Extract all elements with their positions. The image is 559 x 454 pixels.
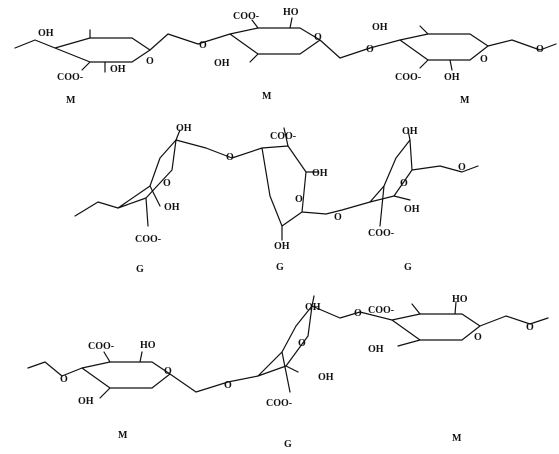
substituent-label: OH bbox=[372, 22, 388, 33]
terminal-bond bbox=[74, 201, 119, 217]
ring-bond bbox=[419, 25, 453, 71]
ring-bond bbox=[81, 29, 106, 73]
glycosidic-bond bbox=[175, 139, 263, 159]
ring-bond bbox=[379, 129, 479, 227]
ring-oxygen: O bbox=[164, 366, 172, 377]
unit-label: M bbox=[66, 95, 76, 106]
bridge-oxygen: O bbox=[60, 374, 68, 385]
substituent-label: OH bbox=[214, 58, 230, 69]
substituent-label: HO bbox=[283, 7, 299, 18]
substituent-label: OH bbox=[176, 123, 192, 134]
unit-label: G bbox=[404, 262, 412, 273]
glycosidic-bond bbox=[169, 373, 259, 393]
pyranose-ring bbox=[391, 313, 481, 341]
glycosidic-bond bbox=[301, 201, 371, 215]
substituent-label: OH bbox=[444, 72, 460, 83]
pyranose-ring bbox=[117, 139, 177, 209]
unit-label: G bbox=[284, 439, 292, 450]
substituent-label: OH bbox=[312, 168, 328, 179]
substituent-label: OH bbox=[404, 204, 420, 215]
glycosidic-bond bbox=[319, 39, 401, 59]
row-ggg: OH OH COO- O O COO- OH OH O O OH OH COO-… bbox=[74, 123, 479, 275]
substituent-label: OH bbox=[274, 241, 290, 252]
substituent-label: COO- bbox=[135, 234, 161, 245]
substituent-label: COO- bbox=[270, 131, 296, 142]
pyranose-ring bbox=[369, 139, 413, 203]
substituent-label: COO- bbox=[368, 228, 394, 239]
glycosidic-bond bbox=[149, 33, 231, 51]
pyranose-ring bbox=[81, 361, 171, 389]
unit-label: M bbox=[452, 433, 462, 444]
ring-bond bbox=[99, 351, 143, 399]
substituent-label: OH bbox=[305, 302, 321, 313]
unit-label: M bbox=[460, 95, 470, 106]
pyranose-ring bbox=[229, 27, 321, 55]
unit-label: G bbox=[276, 262, 284, 273]
bridge-oxygen: O bbox=[366, 44, 374, 55]
bridge-oxygen: O bbox=[458, 162, 466, 173]
row-mmm: OH COO- OH O O COO- HO OH O O OH COO- OH… bbox=[14, 7, 557, 106]
substituent-label: OH bbox=[164, 202, 180, 213]
substituent-label: OH bbox=[78, 396, 94, 407]
substituent-label: COO- bbox=[88, 341, 114, 352]
substituent-label: OH bbox=[318, 372, 334, 383]
terminal-bond bbox=[487, 39, 557, 51]
unit-label: G bbox=[136, 264, 144, 275]
ring-oxygen: O bbox=[480, 54, 488, 65]
bridge-oxygen: O bbox=[354, 308, 362, 319]
ring-bond bbox=[145, 129, 181, 227]
terminal-bond bbox=[27, 361, 83, 377]
substituent-label: OH bbox=[110, 64, 126, 75]
pyranose-ring bbox=[261, 145, 307, 227]
substituent-label: COO- bbox=[368, 305, 394, 316]
ring-oxygen: O bbox=[314, 32, 322, 43]
ring-oxygen: O bbox=[400, 178, 408, 189]
bridge-oxygen: O bbox=[226, 152, 234, 163]
substituent-label: COO- bbox=[395, 72, 421, 83]
ring-oxygen: O bbox=[298, 338, 306, 349]
substituent-label: HO bbox=[452, 294, 468, 305]
substituent-label: OH bbox=[38, 28, 54, 39]
substituent-label: COO- bbox=[266, 398, 292, 409]
bridge-oxygen: O bbox=[526, 322, 534, 333]
pyranose-ring bbox=[54, 37, 151, 63]
unit-label: M bbox=[262, 91, 272, 102]
ring-bond bbox=[281, 295, 315, 393]
ring-oxygen: O bbox=[295, 194, 303, 205]
bridge-oxygen: O bbox=[199, 40, 207, 51]
terminal-bond bbox=[14, 39, 56, 49]
ring-bond bbox=[249, 17, 293, 63]
substituent-label: HO bbox=[140, 340, 156, 351]
substituent-label: COO- bbox=[233, 11, 259, 22]
substituent-label: OH bbox=[402, 126, 418, 137]
unit-label: M bbox=[118, 430, 128, 441]
ring-oxygen: O bbox=[474, 332, 482, 343]
substituent-label: OH bbox=[368, 344, 384, 355]
ring-bond bbox=[397, 301, 549, 347]
ring-oxygen: O bbox=[163, 178, 171, 189]
glycosidic-bond bbox=[311, 305, 393, 321]
bridge-oxygen: O bbox=[334, 212, 342, 223]
ring-bond bbox=[281, 127, 319, 241]
row-mgm: O COO- HO OH O O OH OH COO- O O COO- HO … bbox=[27, 294, 549, 450]
substituent-label: COO- bbox=[57, 72, 83, 83]
bridge-oxygen: O bbox=[224, 380, 232, 391]
ring-oxygen: O bbox=[146, 56, 154, 67]
pyranose-ring bbox=[399, 33, 489, 61]
bridge-oxygen: O bbox=[536, 44, 544, 55]
